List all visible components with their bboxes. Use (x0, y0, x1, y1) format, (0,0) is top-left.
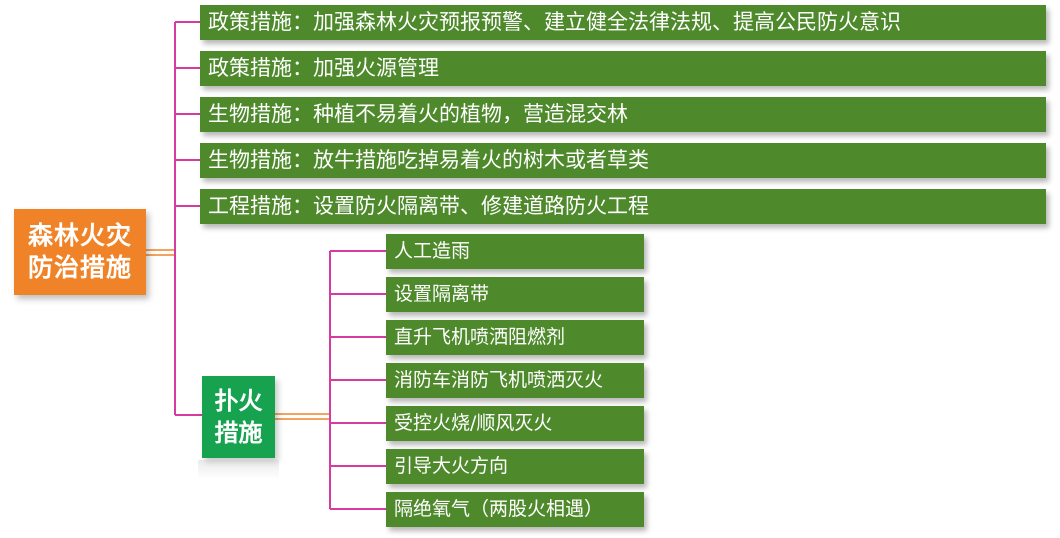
measure-node-bio-planting: 生物措施：种植不易着火的植物，营造混交林 (200, 97, 1046, 132)
root-title-line2: 防治措施 (27, 253, 132, 282)
fire-item-fire-truck-aircraft: 消防车消防飞机喷洒灭火 (386, 363, 644, 398)
measure-node-bio-grazing: 生物措施：放牛措施吃掉易着火的树木或者草类 (200, 143, 1046, 178)
root-title-line1: 森林火灾 (27, 221, 132, 250)
fire-item-artificial-rain: 人工造雨 (386, 234, 644, 269)
fire-title-line2: 措施 (214, 419, 263, 447)
fire-title-line1: 扑火 (214, 387, 263, 415)
fire-item-oxygen-isolation: 隔绝氧气（两股火相遇） (386, 492, 644, 527)
fire-item-controlled-burn: 受控火烧/顺风灭火 (386, 406, 644, 441)
fire-item-firebreak: 设置隔离带 (386, 277, 644, 312)
measure-node-policy-forecast: 政策措施：加强森林火灾预报预警、建立健全法律法规、提高公民防火意识 (200, 5, 1046, 40)
fire-item-guide-direction: 引导大火方向 (386, 449, 644, 484)
fire-fighting-node: 扑火 措施 (198, 376, 279, 480)
measure-node-engineering: 工程措施：设置防火隔离带、修建道路防火工程 (200, 189, 1046, 224)
root-node: 森林火灾 防治措施 (14, 209, 146, 295)
measure-node-policy-fire-source: 政策措施：加强火源管理 (200, 51, 1046, 86)
fire-item-helicopter-retardant: 直升飞机喷洒阻燃剂 (386, 320, 644, 355)
